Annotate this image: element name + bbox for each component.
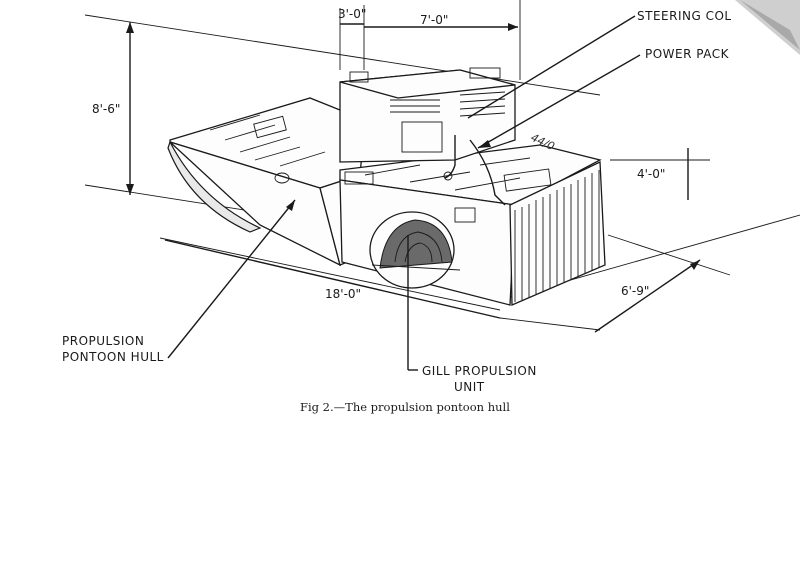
dimension-8-6: 8'-6" [92,102,120,116]
gill-label-line2: UNIT [454,380,485,394]
page-corner-fold [735,0,800,55]
propulsion-label-line2: PONTOON HULL [62,350,164,364]
dimension-7-0: 7'-0" [420,13,448,27]
dimension-6-9: 6'-9" [621,284,649,298]
dimension-4-0: 4'-0" [637,167,665,181]
dimension-lines [84,0,800,333]
propulsion-pontoon-hull [167,97,366,267]
dimension-18-0: 18'-0" [325,287,361,301]
power-pack-label: POWER PACK [645,47,730,61]
gill-label-line1: GILL PROPULSION [422,364,537,378]
power-pack [339,67,516,206]
steering-column-label: STEERING COL [637,9,732,23]
ribbed-end-section [509,160,606,306]
propulsion-label-line1: PROPULSION [62,334,144,348]
dimension-3-0: 3'-0" [338,7,366,21]
gill-propulsion-unit [369,211,461,289]
leader-lines [167,15,641,371]
figure-caption: Fig 2.—The propulsion pontoon hull [300,400,510,414]
